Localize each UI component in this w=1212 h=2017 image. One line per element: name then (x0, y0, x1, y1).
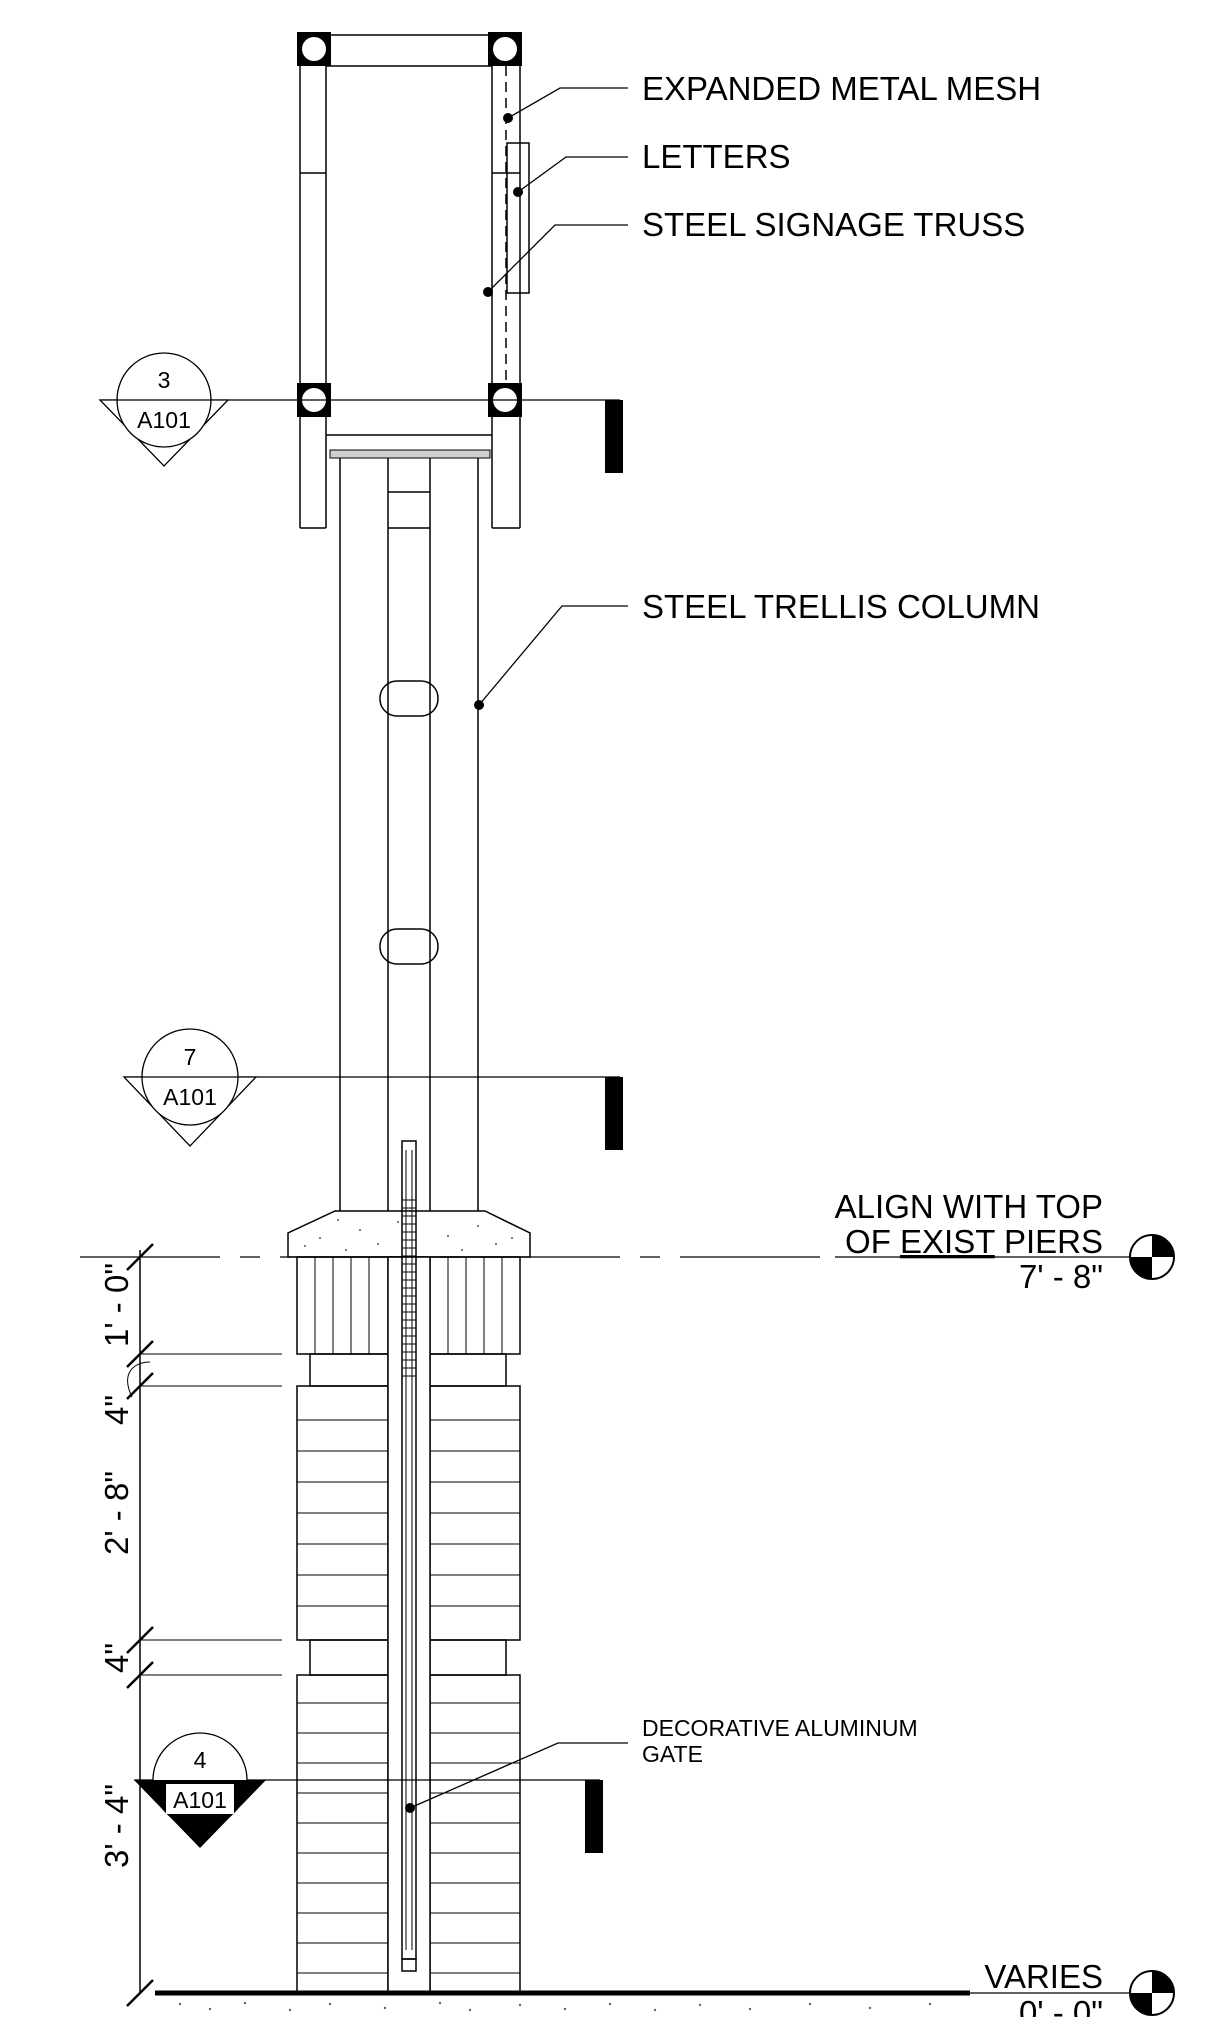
elevation-datum-symbol (1105, 1234, 1175, 1280)
section-direction-marker (605, 1077, 623, 1150)
dimension-label: 1' - 0" (98, 1263, 135, 1347)
elevation-value: 7' - 8" (1019, 1258, 1103, 1295)
pier-cap (287, 1210, 531, 1258)
sheet-reference: A101 (173, 1787, 227, 1813)
callout-label: STEEL SIGNAGE TRUSS (642, 206, 1025, 243)
section-direction-marker (585, 1780, 603, 1853)
elevation-value: 0' - 0" (1019, 1994, 1103, 2017)
dimension-string: 1' - 0" 4" 2' - 8" 4" 3' - 4" (98, 1243, 282, 2007)
elevation-datum-symbol (1105, 1970, 1175, 2016)
section-number: 3 (158, 367, 171, 393)
section-number: 7 (184, 1044, 197, 1070)
sheet-reference: A101 (137, 407, 191, 433)
letters-plate (506, 142, 530, 294)
elevation-marker-ground: VARIES 0' - 0" (970, 1958, 1175, 2017)
masonry-pier (287, 1210, 531, 1994)
dimension-label: 4" (98, 1643, 135, 1673)
callout-expanded-metal-mesh: EXPANDED METAL MESH (503, 70, 1041, 123)
callout-label: LETTERS (642, 138, 791, 175)
dimension-label: 2' - 8" (98, 1471, 135, 1555)
callout-label: EXPANDED METAL MESH (642, 70, 1041, 107)
callout-letters: LETTERS (513, 138, 791, 197)
elevation-label: VARIES (984, 1958, 1103, 1995)
section-tag-4[interactable]: 4 A101 (134, 1732, 603, 1853)
truss-chord-top-right (488, 32, 522, 66)
decorative-gate (401, 1140, 417, 1972)
column-collar (379, 680, 439, 717)
callout-label: GATE (642, 1741, 703, 1767)
callout-steel-trellis-column: STEEL TRELLIS COLUMN (474, 588, 1040, 710)
section-tag-3[interactable]: 3 A101 (98, 352, 623, 473)
dimension-label: 3' - 4" (98, 1784, 135, 1868)
ground-line (155, 1990, 970, 2012)
elevation-label: ALIGN WITH TOP (835, 1188, 1103, 1225)
callout-steel-signage-truss: STEEL SIGNAGE TRUSS (483, 206, 1025, 297)
callout-decorative-aluminum-gate: DECORATIVE ALUMINUM GATE (405, 1715, 918, 1813)
callout-label: DECORATIVE ALUMINUM (642, 1715, 918, 1741)
column-collar (379, 928, 439, 965)
sheet-reference: A101 (163, 1084, 217, 1110)
section-number: 4 (194, 1747, 207, 1773)
elevation-label: OF EXIST PIERS (845, 1223, 1103, 1260)
section-direction-marker (605, 400, 623, 473)
callout-label: STEEL TRELLIS COLUMN (642, 588, 1040, 625)
elevation-marker-top-of-pier: ALIGN WITH TOP OF EXIST PIERS 7' - 8" (835, 1188, 1175, 1295)
truss-chord-top-left (297, 32, 331, 66)
section-tag-7[interactable]: 7 A101 (122, 1028, 623, 1150)
dimension-label: 4" (98, 1395, 135, 1425)
